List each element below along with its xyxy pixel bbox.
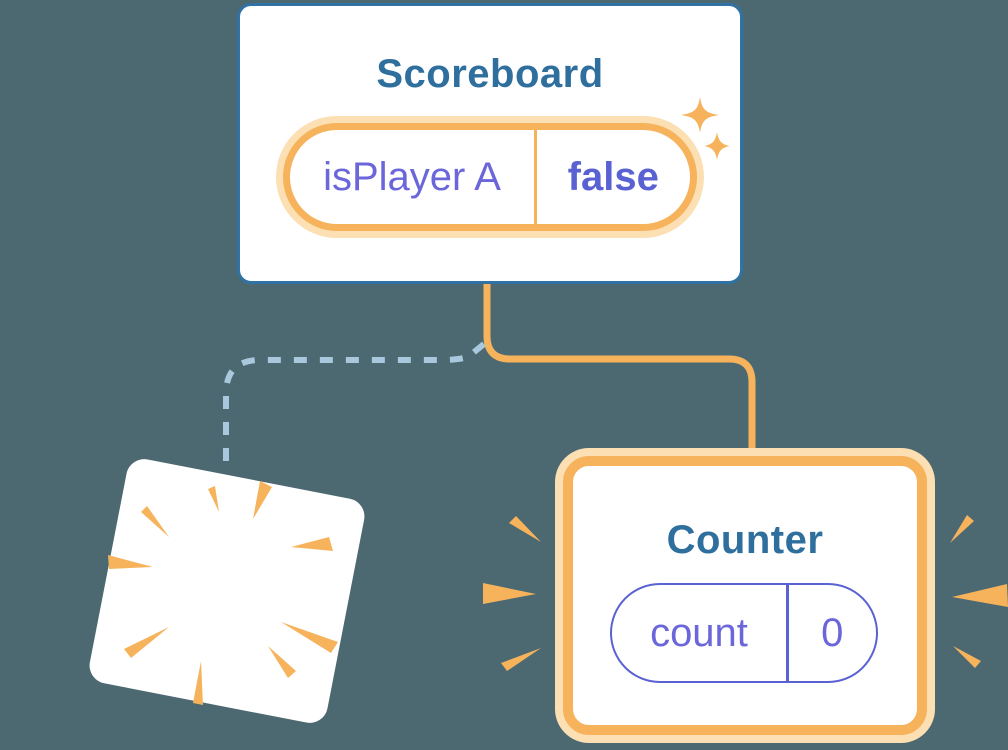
scoreboard-state-pill: isPlayer A false <box>283 123 697 231</box>
sparkle-icon <box>681 97 730 160</box>
poof-explosion-icon <box>89 459 365 723</box>
pill-divider <box>534 130 537 224</box>
scoreboard-state-key: isPlayer A <box>323 154 501 199</box>
pill-divider <box>786 585 789 681</box>
counter-state-key: count <box>650 610 748 655</box>
counter-state-value: 0 <box>821 610 844 655</box>
scoreboard-state-value: false <box>567 154 659 199</box>
scoreboard-title: Scoreboard <box>376 52 604 96</box>
solid-connector-line <box>483 283 756 455</box>
burst-rays-icon <box>483 515 1008 671</box>
counter-title: Counter <box>666 518 824 562</box>
dashed-connector-line <box>223 341 486 462</box>
counter-state-pill: count 0 <box>610 583 878 683</box>
